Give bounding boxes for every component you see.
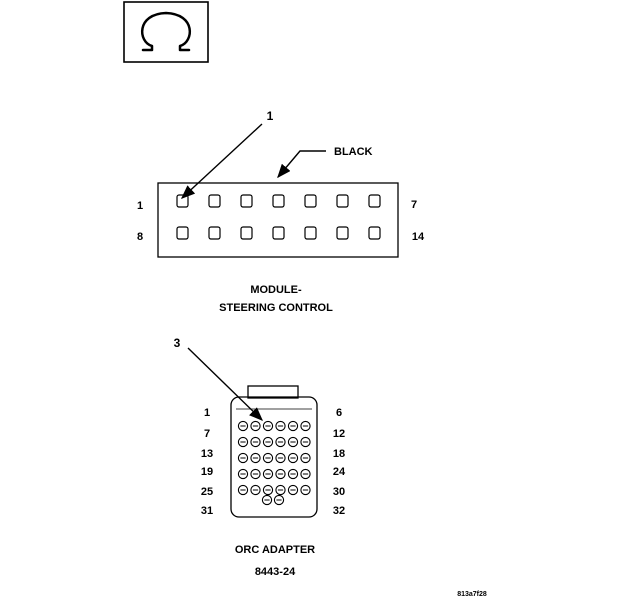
pin-label-1: 1: [137, 200, 143, 212]
adapter-title-line2: 8443-24: [255, 566, 296, 578]
adapter-left-pin-labels: 1 7 13 19 25 31: [201, 407, 213, 517]
callout-1-number: 1: [267, 109, 274, 123]
callout-3-leader: [187, 347, 264, 421]
adapter-pin-8: [250, 436, 261, 448]
adapter-pin-label-13: 13: [201, 448, 213, 460]
steering-control-connector: 1 BLACK 1 7 8 14 MODULE- STEERING CONTRO…: [137, 109, 425, 314]
connector-body: [157, 182, 399, 258]
terminal-cavity-10: [240, 226, 253, 240]
adapter-pin-11: [287, 436, 299, 448]
adapter-pin-21: [262, 468, 274, 480]
adapter-pin-28: [275, 484, 286, 496]
adapter-pin-29: [287, 484, 299, 496]
adapter-title-line1: ORC ADAPTER: [235, 544, 315, 556]
connector-color-label: BLACK: [334, 146, 373, 158]
adapter-pin-16: [275, 452, 286, 464]
terminal-cavity-13: [336, 226, 349, 240]
pin-label-14: 14: [412, 231, 425, 243]
terminal-cavity-4: [272, 194, 285, 208]
adapter-pin-25: [237, 484, 249, 496]
adapter-pin-label-31: 31: [201, 505, 213, 517]
adapter-pin-27: [262, 484, 274, 496]
adapter-pin-9: [262, 436, 274, 448]
adapter-pin-label-32: 32: [333, 505, 345, 517]
ohm-symbol-box: [123, 1, 209, 63]
adapter-pin-label-25: 25: [201, 486, 213, 498]
adapter-body: [230, 396, 318, 518]
terminal-cavity-11: [272, 226, 285, 240]
terminal-cavity-5: [304, 194, 317, 208]
adapter-pin-12: [300, 436, 311, 448]
adapter-pin-31: [261, 494, 273, 506]
adapter-pin-20: [250, 468, 261, 480]
adapter-pin-7: [237, 436, 249, 448]
adapter-pin-grid: [237, 420, 311, 506]
adapter-pin-24: [300, 468, 311, 480]
adapter-pin-3: [262, 420, 274, 432]
adapter-pin-label-6: 6: [336, 407, 342, 419]
terminal-cavity-8: [176, 226, 189, 240]
adapter-pin-label-18: 18: [333, 448, 345, 460]
pin-label-7: 7: [411, 199, 417, 211]
adapter-pin-14: [250, 452, 261, 464]
adapter-pin-4: [275, 420, 286, 432]
terminal-cavity-2: [208, 194, 221, 208]
adapter-pin-label-19: 19: [201, 466, 213, 478]
adapter-pin-6: [300, 420, 311, 432]
adapter-pin-2: [250, 420, 261, 432]
black-label-leader: [277, 150, 326, 179]
adapter-pin-32: [273, 494, 285, 506]
adapter-pin-label-12: 12: [333, 428, 345, 440]
adapter-pin-19: [237, 468, 249, 480]
ohm-icon: [140, 11, 192, 52]
terminal-cavity-12: [304, 226, 317, 240]
module-title-line1: MODULE-: [250, 284, 302, 296]
adapter-pin-22: [275, 468, 286, 480]
adapter-pin-13: [237, 452, 249, 464]
pin-label-8: 8: [137, 231, 143, 243]
adapter-pin-label-1: 1: [204, 407, 210, 419]
adapter-pin-label-7: 7: [204, 428, 210, 440]
module-title-line2: STEERING CONTROL: [219, 302, 333, 314]
adapter-pin-23: [287, 468, 299, 480]
adapter-right-pin-labels: 6 12 18 24 30 32: [333, 407, 346, 517]
terminal-cavity-6: [336, 194, 349, 208]
adapter-pin-15: [262, 452, 274, 464]
adapter-pin-label-24: 24: [333, 466, 346, 478]
adapter-pin-5: [287, 420, 299, 432]
adapter-pin-30: [300, 484, 311, 496]
adapter-pin-18: [300, 452, 311, 464]
adapter-pin-26: [250, 484, 261, 496]
adapter-pin-label-30: 30: [333, 486, 345, 498]
terminal-cavity-9: [208, 226, 221, 240]
pin-row-bottom: [176, 226, 381, 240]
terminal-cavity-14: [368, 226, 381, 240]
callout-1-leader: [180, 123, 263, 199]
callout-3-number: 3: [174, 336, 181, 350]
adapter-pin-10: [275, 436, 286, 448]
adapter-pin-1: [237, 420, 249, 432]
terminal-cavity-3: [240, 194, 253, 208]
figure-id: 813a7f28: [457, 591, 487, 598]
pin-row-top: [176, 194, 381, 208]
orc-adapter-connector: 3 1 7 13 19 25 31 6 12 18 24 30 32 ORC ADAPTER 844…: [174, 336, 346, 578]
terminal-cavity-7: [368, 194, 381, 208]
adapter-pin-17: [287, 452, 299, 464]
adapter-latch: [247, 385, 299, 399]
